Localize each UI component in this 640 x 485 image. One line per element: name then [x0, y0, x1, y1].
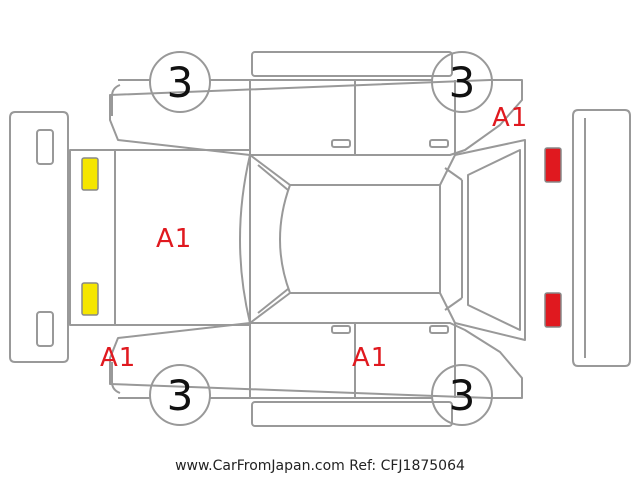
damage-mark-front-corner: A1 [100, 343, 136, 373]
roof-rails [251, 51, 453, 427]
roof-and-glass [239, 139, 526, 341]
front-left-lamp [81, 157, 99, 191]
wheel-arches [149, 51, 493, 426]
rear-left-lamp [544, 147, 562, 183]
car-outline [9, 51, 631, 427]
wheel-grade-rear-bottom: 3 [449, 371, 476, 420]
reference-caption: www.CarFromJapan.com Ref: CFJ1875064 [175, 458, 465, 474]
rear-right-lamp [544, 292, 562, 328]
rear-bumper [572, 109, 631, 367]
damage-mark-hood: A1 [156, 224, 192, 254]
wheel-grade-rear-top: 3 [449, 58, 476, 107]
damage-mark-rear-quarter: A1 [492, 103, 528, 133]
wheel-grade-front-bottom: 3 [167, 371, 194, 420]
upper-side-panels [109, 79, 523, 156]
front-right-lamp [81, 282, 99, 316]
damage-mark-lower-door: A1 [352, 343, 388, 373]
wheel-grade-front-top: 3 [167, 58, 194, 107]
front-bumper [9, 111, 69, 363]
lower-side-panels [109, 322, 523, 399]
